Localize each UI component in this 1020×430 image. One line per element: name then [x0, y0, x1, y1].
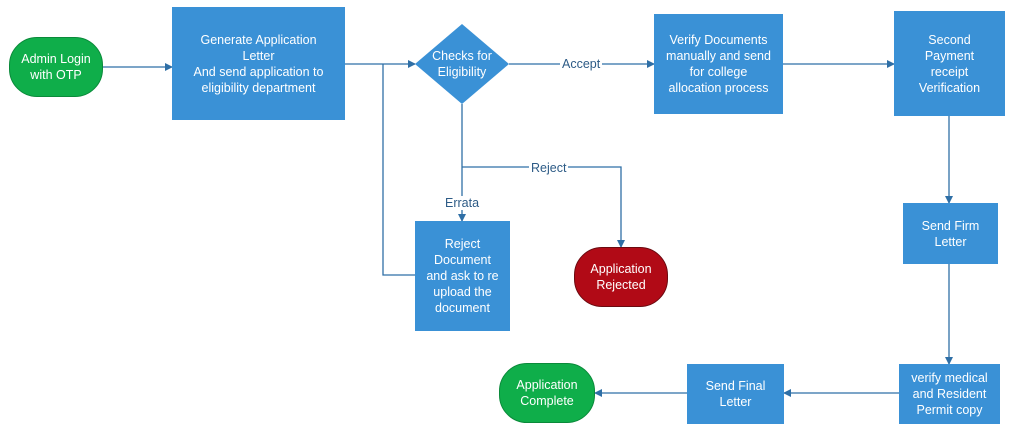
application-complete-node: Application Complete — [499, 363, 595, 423]
edge-checks-to-rejected — [462, 166, 625, 248]
application-rejected-node: Application Rejected — [574, 247, 668, 307]
reject-document-node: Reject Document and ask to re upload the… — [415, 221, 510, 331]
accept-edge-label: Accept — [560, 57, 603, 71]
eligibility-decision-diamond — [415, 24, 509, 104]
edge-reject-document-loop — [382, 64, 415, 276]
verify-documents-node: Verify Documents manually and send for c… — [654, 14, 783, 114]
send-final-letter-node: Send Final Letter — [687, 364, 784, 424]
generate-application-letter-node: Generate Application Letter And send app… — [172, 7, 345, 120]
errata-edge-label: Errata — [443, 196, 482, 210]
second-payment-verification-node: Second Payment receipt Verification — [894, 11, 1005, 116]
verify-medical-node: verify medical and Resident Permit copy — [899, 364, 1000, 424]
reject-edge-label: Reject — [529, 161, 569, 175]
checks-eligibility-label: Checks for Eligibility — [432, 49, 492, 79]
admin-login-node: Admin Login with OTP — [9, 37, 103, 97]
send-firm-letter-node: Send Firm Letter — [903, 203, 998, 264]
